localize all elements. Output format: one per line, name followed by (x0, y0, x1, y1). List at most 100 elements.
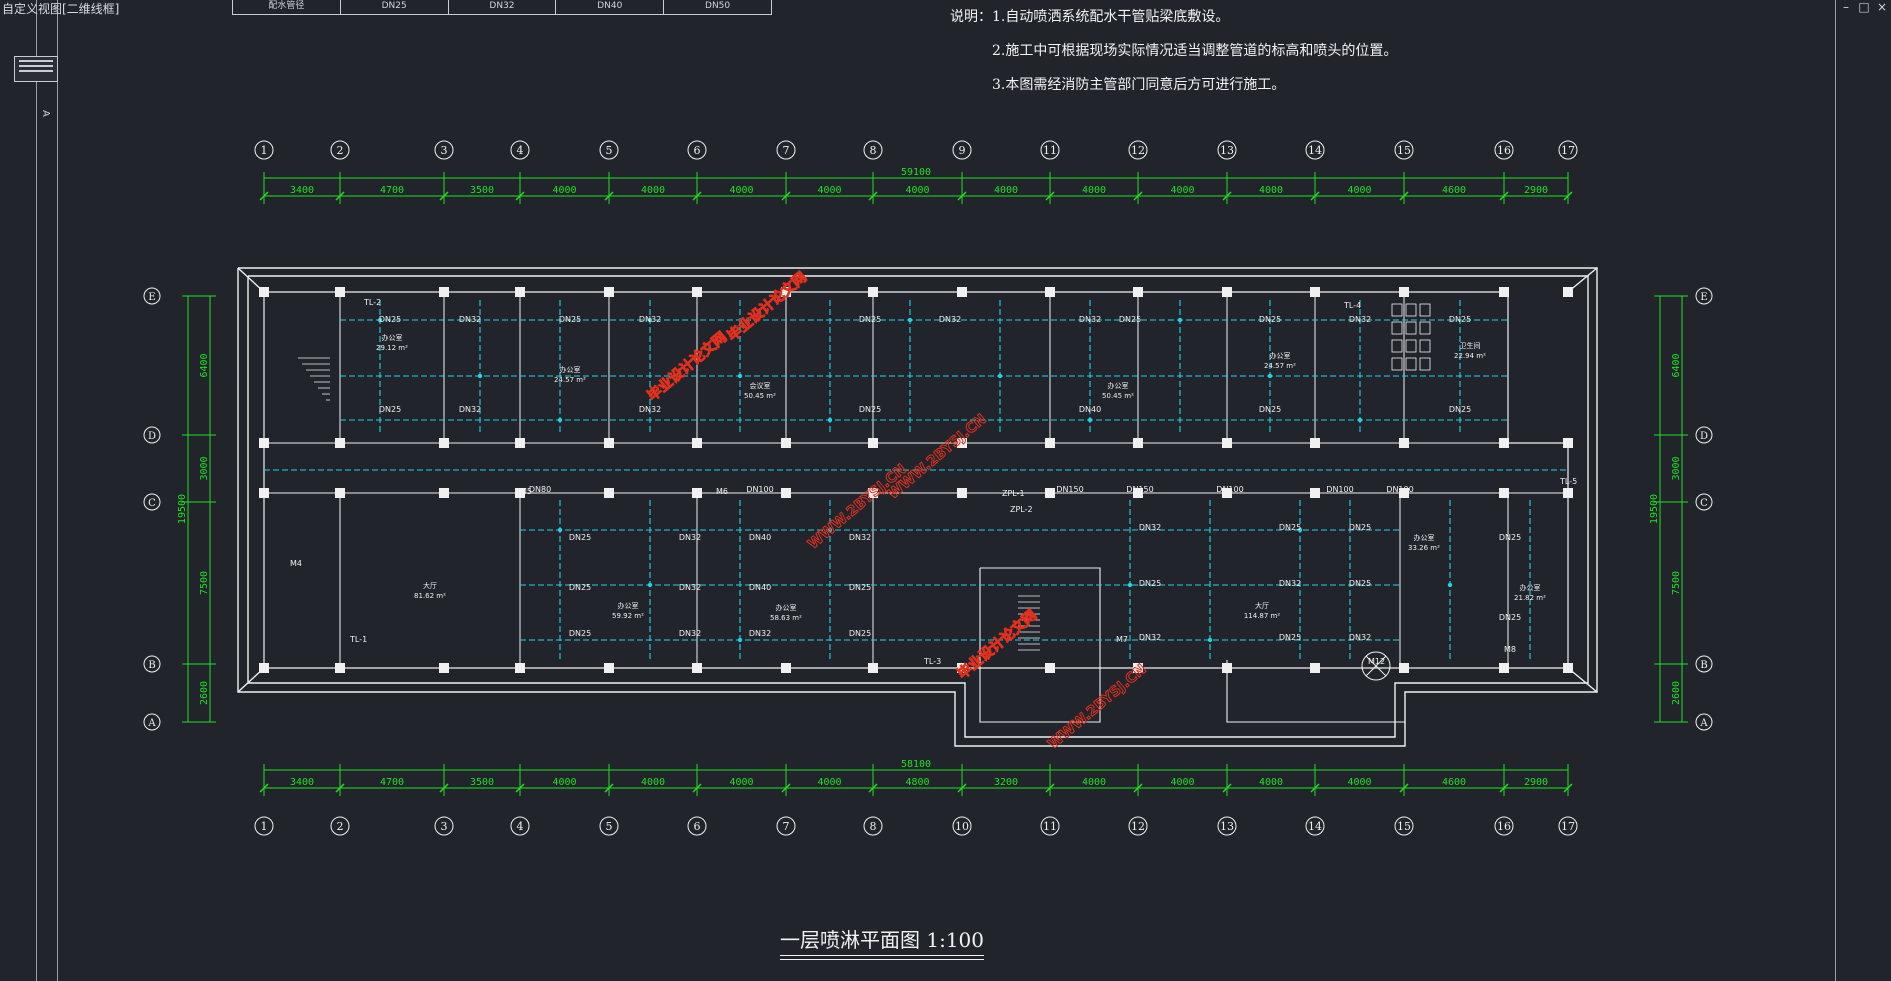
lobby-wall (1226, 660, 1405, 723)
column (957, 287, 967, 297)
col-bottom-bubble (952, 816, 972, 836)
col-top-bubble-label: 14 (1308, 144, 1322, 157)
rail-mini-label: A (40, 110, 51, 117)
col-top-bubble (1128, 140, 1148, 160)
door-tag: M7 (1116, 635, 1128, 644)
column (604, 488, 614, 498)
toilet-fixture (1419, 339, 1431, 353)
top-dim-slash (604, 191, 614, 201)
column (1045, 287, 1055, 297)
row-bubble-label: A (1699, 718, 1708, 729)
sprinkler-head (1177, 317, 1183, 323)
pipe-size-label: DN25 (569, 533, 591, 542)
side-dim-value: 6400 (1671, 353, 1682, 377)
row-bubble (143, 426, 161, 444)
column (692, 438, 702, 448)
room-area: 114.87 m² (1244, 612, 1281, 620)
side-dimension-chains: 6400300075002600195006400300075002600195… (177, 295, 1688, 723)
col-bottom-bubble-label: 11 (1043, 820, 1057, 833)
col-top-bubble-label: 12 (1131, 144, 1145, 157)
pipe-size-label: DN25 (1499, 613, 1521, 622)
column (259, 488, 269, 498)
note-item: 3.本图需经消防主管部门同意后方可进行施工。 (992, 77, 1286, 93)
legend-cell: 配水管径 (268, 1, 305, 11)
column (259, 438, 269, 448)
col-bottom-bubble-label: 8 (870, 820, 877, 833)
pipe-size-label: DN25 (1119, 315, 1141, 324)
viewport-label[interactable]: 自定义视图[二维线框] (2, 2, 120, 16)
col-top-bubble-label: 6 (694, 144, 701, 157)
room-name: 办公室 (560, 365, 581, 374)
room-area: 50.45 m² (744, 392, 776, 400)
toilet-fixture (1419, 357, 1431, 371)
pipe-size-label: DN100 (1386, 485, 1413, 494)
close-icon[interactable]: × (1876, 0, 1888, 14)
bottom-dim-slash (1222, 783, 1232, 793)
sprinkler-head (1207, 637, 1213, 643)
watermark-text: WWW.2BYSJ.CN (885, 411, 989, 502)
room-area: 21.82 m² (1514, 594, 1546, 602)
bottom-dim-value: 4600 (1442, 777, 1466, 788)
sprinkler-pipes (264, 300, 1568, 660)
top-dim-slash (439, 191, 449, 201)
door-tag: M5 (520, 487, 532, 496)
room-name: 办公室 (776, 603, 797, 612)
pipe-size-label: DN25 (1259, 315, 1281, 324)
room-area: 81.62 m² (414, 592, 446, 600)
col-bottom-bubble (1305, 816, 1325, 836)
top-dim-slash (957, 191, 967, 201)
bottom-dim-value: 4000 (1170, 777, 1194, 788)
bottom-dim-value: 4700 (380, 777, 404, 788)
legend-cell: DN50 (663, 0, 771, 14)
layer-panel-tab[interactable] (14, 56, 58, 82)
column (1133, 287, 1143, 297)
toilet-fixture (1391, 339, 1403, 353)
top-dim-slash (1399, 191, 1409, 201)
bottom-dim-value: 4000 (1347, 777, 1371, 788)
col-top-bubble (1305, 140, 1325, 160)
column (515, 287, 525, 297)
pipe-size-legend: 配水管径 DN25 DN32 DN40 DN50 (232, 0, 772, 15)
note-item: 2.施工中可根据现场实际情况适当调整管道的标高和喷头的位置。 (992, 43, 1398, 59)
watermark-text: 毕业设计论文网 (954, 607, 1040, 683)
col-top-bubble-label: 1 (261, 144, 268, 157)
room-name: 办公室 (618, 601, 639, 610)
top-dim-value: 4000 (552, 185, 576, 196)
restore-icon[interactable]: □ (1858, 0, 1870, 14)
sprinkler-head (647, 317, 653, 323)
col-top-bubble (434, 140, 454, 160)
column (1399, 663, 1409, 673)
rail-divider (36, 0, 37, 981)
column (1045, 438, 1055, 448)
pipe-size-label: DN32 (1139, 633, 1161, 642)
pipe-size-label: DN32 (679, 533, 701, 542)
col-bottom-bubble-label: 6 (694, 820, 701, 833)
top-dim-slash (781, 191, 791, 201)
riser-tag: ZPL-2 (1010, 505, 1033, 514)
col-bottom-bubble-label: 16 (1497, 820, 1511, 833)
drawing-title: 一层喷淋平面图 1:100 (780, 924, 984, 960)
column (439, 488, 449, 498)
watermark-text: 毕业设计论文网 (724, 269, 810, 345)
minimize-icon[interactable]: – (1843, 0, 1849, 14)
column (335, 663, 345, 673)
building-walls (237, 267, 1598, 747)
bottom-dim-slash (781, 783, 791, 793)
toilet-fixture (1391, 321, 1403, 335)
col-bottom-bubble (1217, 816, 1237, 836)
col-top-bubble-label: 4 (517, 144, 524, 157)
top-dim-value: 2900 (1524, 185, 1548, 196)
sprinkler-head (557, 527, 563, 533)
sprinkler-head (827, 417, 833, 423)
column (604, 287, 614, 297)
pipe-size-label: DN25 (1499, 533, 1521, 542)
column (1563, 287, 1573, 297)
toilet-fixture (1405, 321, 1417, 335)
col-top-bubble-label: 7 (783, 144, 790, 157)
col-top-bubble (1558, 140, 1578, 160)
pipe-size-label: DN32 (459, 315, 481, 324)
outer-wall-inner (247, 275, 1589, 738)
door-tag: M8 (1504, 645, 1516, 654)
